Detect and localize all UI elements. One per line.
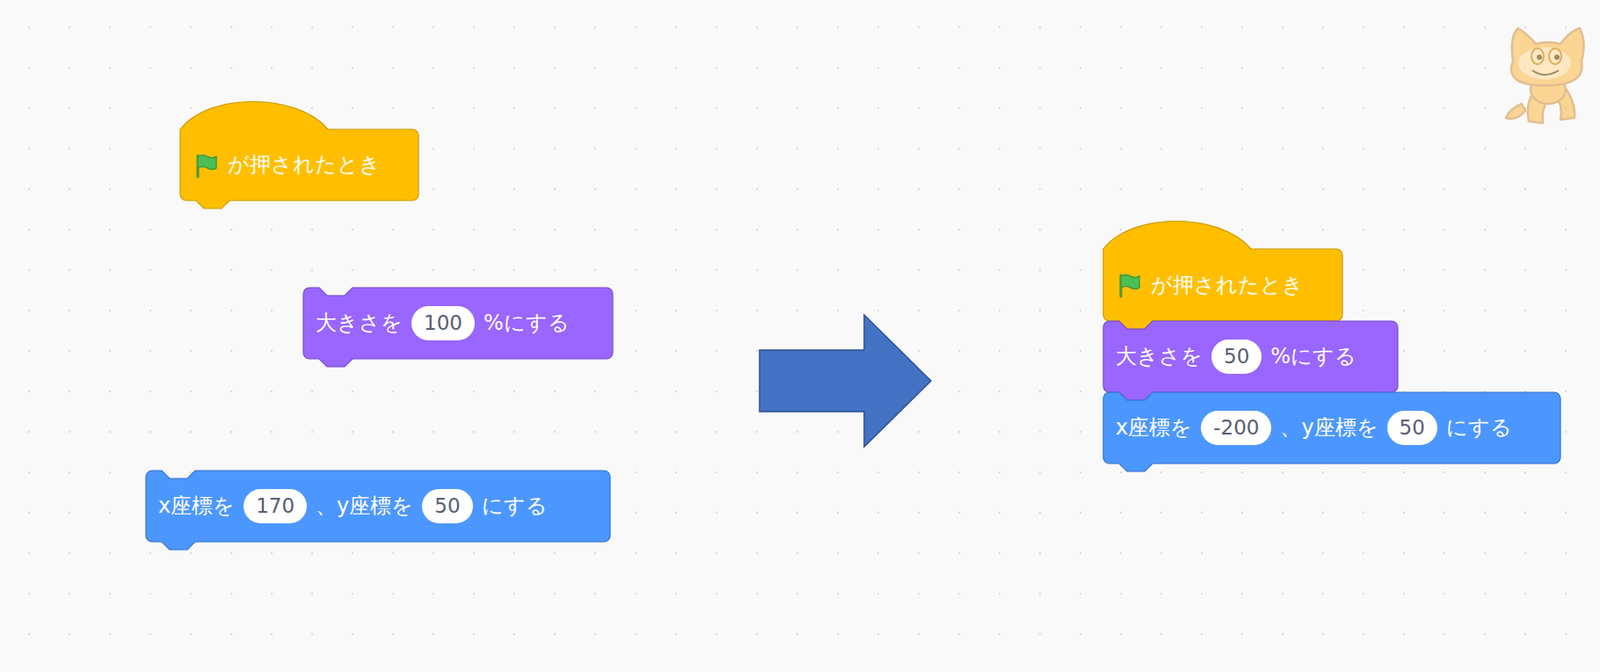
block-label: 大きさを: [1115, 343, 1203, 370]
sprite-cat-icon: [1498, 22, 1596, 131]
input-value: 50: [1211, 339, 1262, 375]
looks-block: 大きさを 100 %にする: [303, 287, 613, 359]
green-flag-icon: [192, 152, 219, 179]
event-hat-block: が押されたとき: [1103, 248, 1343, 321]
block-label: %にする: [483, 310, 570, 336]
motion-block: x座標を -200 、y座標を 50 にする: [1103, 392, 1561, 464]
input-value: 50: [1387, 410, 1438, 446]
block-label: 大きさを: [315, 310, 403, 336]
input-value: 50: [421, 488, 473, 524]
input-value: 170: [243, 488, 307, 524]
input-value: 100: [411, 305, 475, 342]
input-value: -200: [1200, 410, 1272, 446]
block-label: x座標を: [1115, 414, 1193, 441]
event-hat-block: が押されたとき: [180, 129, 419, 201]
block-label: にする: [1446, 414, 1513, 441]
green-flag-icon: [1115, 271, 1142, 299]
looks-block: 大きさを 50 %にする: [1103, 320, 1398, 393]
block-label: %にする: [1270, 343, 1357, 370]
motion-block: x座標を 170 、y座標を 50 にする: [145, 470, 611, 542]
block-label: 、y座標を: [1280, 414, 1378, 441]
block-label: が押されたとき: [1150, 272, 1304, 299]
block-label: にする: [481, 493, 548, 519]
transition-arrow: [756, 309, 937, 452]
block-label: 、y座標を: [315, 493, 414, 519]
block-label: x座標を: [158, 493, 235, 519]
block-label: が押されたとき: [227, 152, 381, 178]
